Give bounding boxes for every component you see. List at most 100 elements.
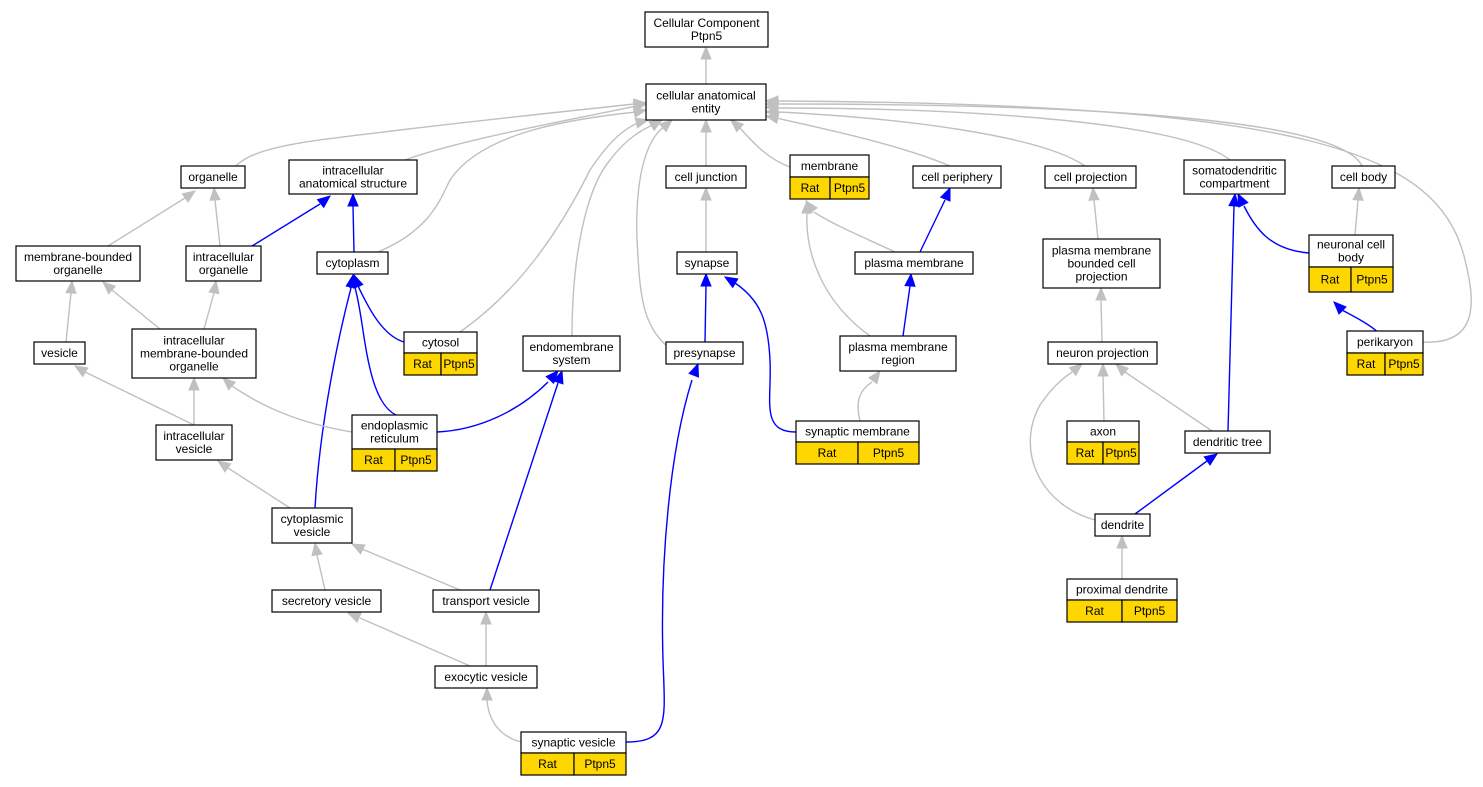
arrowhead bbox=[1203, 453, 1219, 466]
edge-axon-to-neuronproj bbox=[1097, 362, 1109, 422]
node-label: projection bbox=[1075, 270, 1127, 284]
edge-line bbox=[775, 117, 951, 167]
edge-line bbox=[107, 197, 186, 247]
node-box bbox=[1044, 165, 1137, 189]
node-vesicle[interactable]: vesicle bbox=[33, 341, 86, 365]
edge-synmem-to-pmr bbox=[857, 369, 881, 422]
edge-cytovesicle-to-cytoplasm bbox=[314, 273, 357, 509]
node-presynapse[interactable]: presynapse bbox=[665, 341, 744, 365]
node-exovesicle[interactable]: exocytic vesicle bbox=[434, 665, 538, 689]
arrowhead bbox=[1097, 362, 1109, 377]
node-label: system bbox=[552, 353, 590, 367]
arrowhead bbox=[311, 541, 323, 557]
edge-dendrite-to-neuronproj bbox=[1029, 363, 1096, 521]
arrowhead bbox=[1116, 534, 1128, 549]
node-label: cell body bbox=[1340, 170, 1387, 184]
node-box bbox=[316, 251, 389, 275]
annotation-gene-label: Ptpn5 bbox=[443, 357, 475, 371]
edge-er-to-imbo bbox=[222, 377, 353, 433]
node-synapse[interactable]: synapse bbox=[676, 251, 738, 275]
node-cellbody[interactable]: cell body bbox=[1331, 165, 1396, 189]
edge-line bbox=[919, 199, 946, 253]
node-cellperiphery[interactable]: cell periphery bbox=[912, 165, 1002, 189]
node-secvesicle[interactable]: secretory vesicle bbox=[271, 589, 382, 613]
arrowhead bbox=[347, 192, 359, 207]
node-label: vesicle bbox=[41, 346, 78, 360]
arrowhead bbox=[188, 376, 200, 391]
node-cellprojection[interactable]: cell projection bbox=[1044, 165, 1137, 189]
node-neuronproj[interactable]: neuron projection bbox=[1047, 341, 1158, 365]
edge-line bbox=[1243, 205, 1310, 254]
arrowhead bbox=[73, 365, 89, 378]
node-label: cell periphery bbox=[921, 170, 992, 184]
arrowhead bbox=[552, 369, 564, 385]
edge-line bbox=[111, 289, 161, 330]
edge-ncb-to-somato bbox=[1237, 192, 1310, 254]
edge-imbo-to-intraorg bbox=[203, 279, 220, 330]
edge-line bbox=[489, 382, 559, 591]
edge-cytosol-to-cae bbox=[459, 117, 650, 333]
annotation-species-cell bbox=[1308, 266, 1352, 293]
edge-line bbox=[235, 103, 635, 167]
annotation-gene-cell bbox=[573, 752, 627, 776]
node-label: plasma membrane bbox=[864, 256, 964, 270]
node-label: synaptic membrane bbox=[805, 425, 910, 439]
node-label: vesicle bbox=[176, 442, 213, 456]
edge-intravesicle-to-vesicle bbox=[73, 365, 195, 426]
node-box bbox=[351, 414, 438, 450]
edge-line bbox=[704, 285, 707, 343]
edge-endomem-to-cae bbox=[571, 119, 664, 337]
arrowhead bbox=[481, 686, 493, 701]
annotation-gene-cell bbox=[440, 352, 478, 376]
node-dendtree[interactable]: dendritic tree bbox=[1184, 430, 1271, 454]
node-plasmamem[interactable]: plasma membrane bbox=[854, 251, 974, 275]
arrowhead bbox=[700, 118, 712, 133]
edge-plasmamem-to-cellperiphery bbox=[919, 186, 951, 253]
node-label: axon bbox=[1090, 425, 1116, 439]
node-label: cytoplasmic bbox=[281, 512, 344, 526]
arrowhead bbox=[723, 276, 739, 289]
arrowhead bbox=[222, 377, 237, 391]
edge-line bbox=[357, 285, 405, 343]
edge-perikaryon-to-cae bbox=[764, 95, 1472, 343]
node-celljunction[interactable]: cell junction bbox=[665, 165, 747, 189]
node-label: synapse bbox=[685, 256, 730, 270]
node-cytoplasm[interactable]: cytoplasm bbox=[316, 251, 389, 275]
annotation-gene-cell bbox=[857, 441, 920, 465]
edge-line bbox=[571, 123, 656, 337]
annotation-gene-label: Ptpn5 bbox=[1134, 604, 1166, 618]
node-organelle[interactable]: organelle bbox=[180, 165, 246, 189]
node-label: organelle bbox=[199, 263, 249, 277]
annotation-gene-cell bbox=[829, 176, 870, 200]
node-box bbox=[912, 165, 1002, 189]
arrowhead bbox=[700, 272, 712, 287]
node-dendrite[interactable]: dendrite bbox=[1094, 513, 1151, 537]
edge-proxdend-to-dendrite bbox=[1116, 534, 1128, 579]
arrowhead bbox=[216, 460, 232, 473]
arrowhead bbox=[1095, 286, 1107, 301]
node-transvesicle[interactable]: transport vesicle bbox=[432, 589, 540, 613]
node-label: dendritic tree bbox=[1193, 435, 1263, 449]
arrowhead bbox=[648, 119, 664, 132]
